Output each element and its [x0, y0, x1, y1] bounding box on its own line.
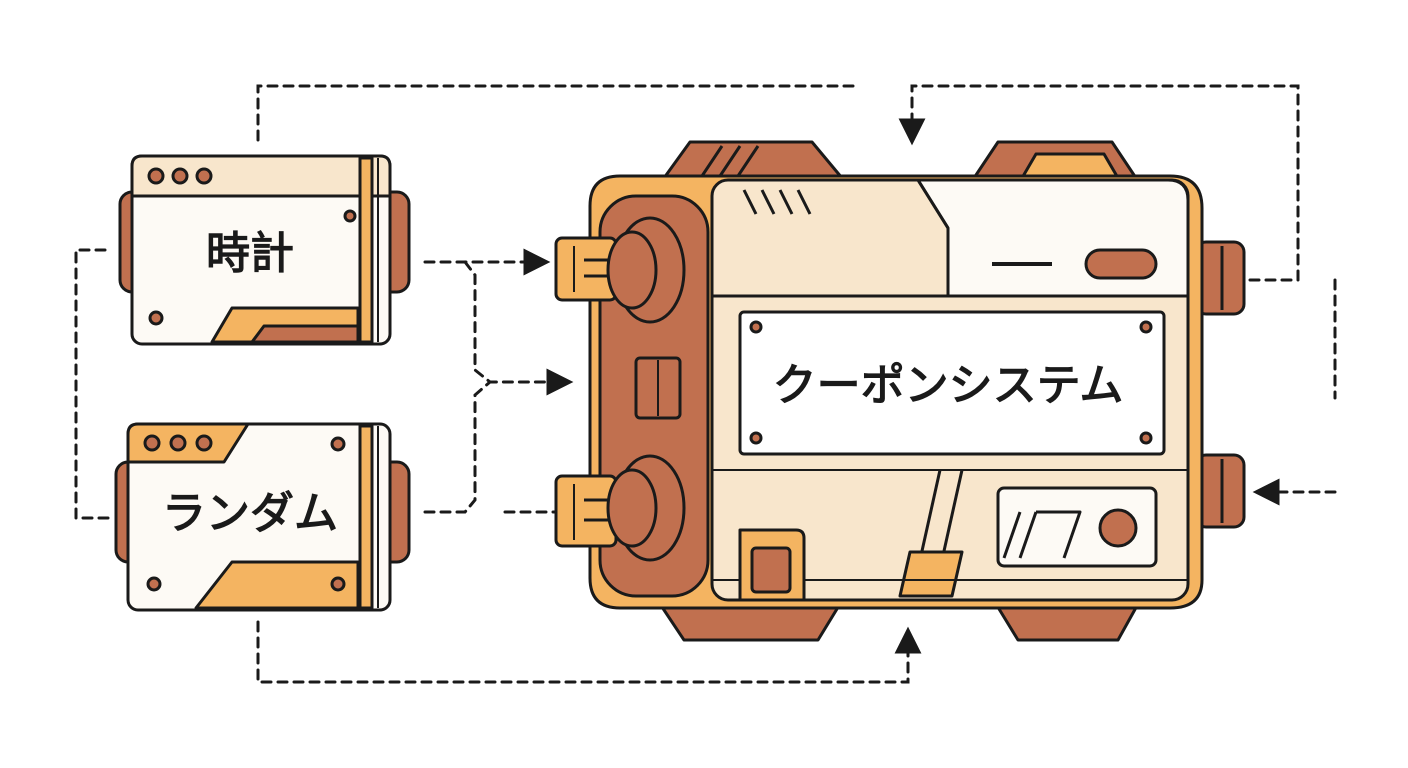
connector-left-loop — [74, 248, 112, 520]
clock-window-dot-3 — [195, 167, 213, 185]
random-label: ランダム — [162, 488, 338, 539]
connector-clock-top-loop — [256, 84, 862, 142]
coupon-system-label: クーポンシステム — [773, 360, 1124, 411]
clock-window-dot-1 — [147, 167, 165, 185]
output-button — [1098, 508, 1138, 548]
random-window-dot-1 — [143, 434, 161, 452]
clock-window-dot-2 — [171, 167, 189, 185]
connector-random-to-middle — [423, 380, 492, 514]
random-module — [114, 422, 411, 612]
connectors — [74, 84, 1337, 684]
connector-random-bottom-loop — [256, 620, 922, 684]
random-window-dot-3 — [195, 434, 213, 452]
nameplate — [738, 310, 1166, 456]
connector-clock-to-coupon-middle — [463, 260, 574, 396]
connector-coupon-top-return — [898, 84, 1300, 282]
clock-label: 時計 — [206, 228, 294, 279]
random-window-dot-2 — [169, 434, 187, 452]
status-pill — [1084, 248, 1158, 280]
coupon-machine — [554, 140, 1246, 642]
top-left-bumper — [662, 140, 844, 180]
clock-module — [118, 154, 411, 346]
